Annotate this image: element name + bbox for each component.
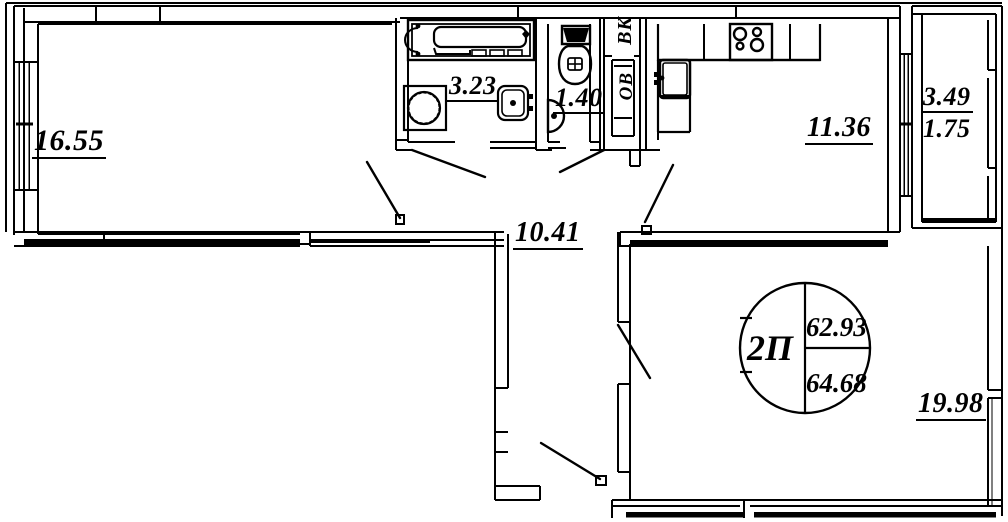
door-swing-entry [539,441,607,486]
summary-badge-circle [738,281,872,415]
door-swing-wc [558,148,606,174]
wall-infill [24,218,996,517]
door-swing-living-room [365,160,405,225]
door-swings [365,148,675,486]
balcony-reduced-area: 1.75 [923,114,971,143]
door-swing-bedroom [616,323,652,380]
toilet-fixture [557,24,593,86]
room-area-bathroom: 3.23 [447,71,499,102]
leader-marks [740,316,752,374]
bathroom-sink-fixture [496,84,533,122]
room-area-kitchen: 11.36 [805,112,873,145]
balcony-area: 3.49 [921,82,973,113]
room-label-kitchen: 11.36 [805,114,873,145]
room-label-wc: 1.40 [553,85,605,114]
structural-walls [5,2,1003,518]
badge-apartment-type: 2П [747,327,793,369]
kitchen-stove-fixture [728,22,774,62]
shaft-label-ov: ОВ [616,72,638,100]
room-area-wc: 1.40 [553,83,605,114]
door-swing-bathroom [410,148,487,179]
wc-sink-fixture [546,98,566,134]
badge-total-area-text: 64.68 [806,368,867,398]
room-label-bedroom: 19.98 [916,390,986,421]
shaft-vk-text: ВК [614,16,636,45]
room-label-bathroom: 3.23 [447,73,499,102]
badge-type-text: 2П [747,328,794,368]
washing-machine-fixture [402,84,448,132]
room-area-bedroom: 19.98 [916,388,986,421]
bathtub-fixture [404,18,536,62]
badge-living-area-text: 62.93 [806,312,867,342]
room-area-living-room: 16.55 [32,124,106,159]
kitchen-sink-fixture [654,58,692,100]
room-label-living-room: 16.55 [32,126,106,159]
room-area-corridor: 10.41 [513,217,583,250]
badge-living-area: 62.93 [806,312,867,343]
balcony-label: 3.49 1.75 [921,84,973,143]
room-label-corridor: 10.41 [513,219,583,250]
door-swing-kitchen [641,163,675,235]
badge-total-area: 64.68 [806,368,867,399]
shaft-ov-text: ОВ [616,72,637,101]
shaft-label-vk: ВК [614,16,637,45]
